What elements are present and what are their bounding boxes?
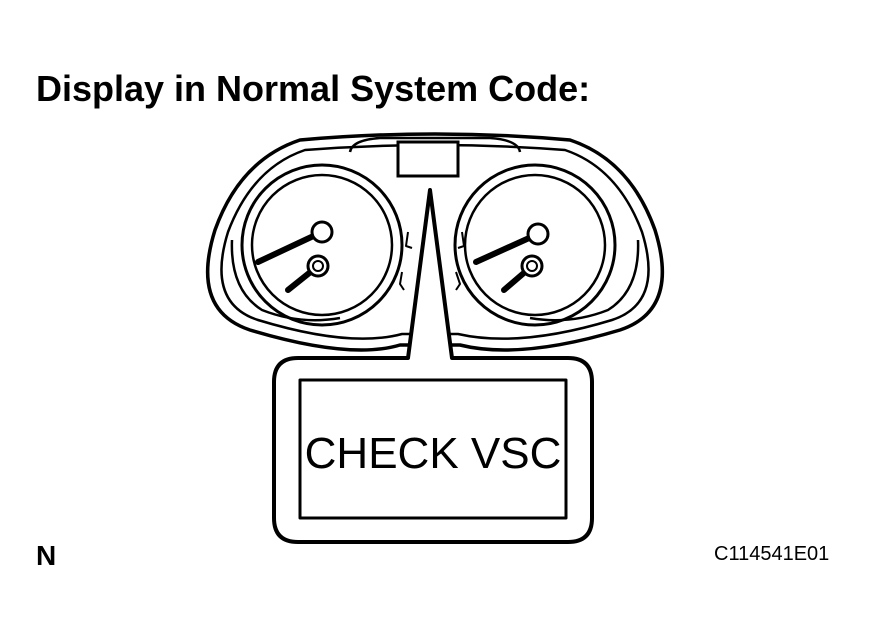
left-gauge-inner-ring: [250, 173, 394, 317]
right-gauge-hub-lower-core: [526, 260, 538, 272]
right-gauge: [453, 163, 617, 327]
left-gauge: [240, 163, 404, 327]
right-gauge-hub-upper: [526, 222, 550, 246]
right-bracket-lower: [455, 271, 461, 291]
cluster-housing: [206, 132, 664, 352]
display-callout: [272, 188, 594, 544]
cluster-outer-outline: [206, 132, 664, 352]
left-lower-trim: [230, 239, 341, 322]
left-gauge-hub-lower: [306, 254, 330, 278]
display-message: CHECK VSC: [305, 429, 562, 478]
figure-code: C114541E01: [714, 543, 830, 565]
center-bezel: [348, 136, 522, 153]
right-gauge-inner-ring: [463, 173, 607, 317]
right-gauge-outer-ring: [453, 163, 617, 327]
callout-screen: [298, 378, 568, 520]
left-gauge-hub-lower-core: [312, 260, 324, 272]
left-bracket-upper: [405, 231, 413, 249]
left-gauge-hub-upper: [310, 220, 334, 244]
left-gauge-outer-ring: [240, 163, 404, 327]
right-bracket-upper: [457, 231, 465, 249]
page-title: Display in Normal System Code:: [36, 68, 591, 109]
multi-info-display-window: [396, 140, 460, 178]
left-gauge-needle-upper: [255, 229, 325, 265]
right-lower-trim: [529, 239, 640, 322]
cluster-inner-outline: [220, 143, 650, 340]
corner-label: N: [36, 540, 57, 571]
right-gauge-hub-lower: [520, 254, 544, 278]
left-bracket-lower: [399, 271, 405, 291]
